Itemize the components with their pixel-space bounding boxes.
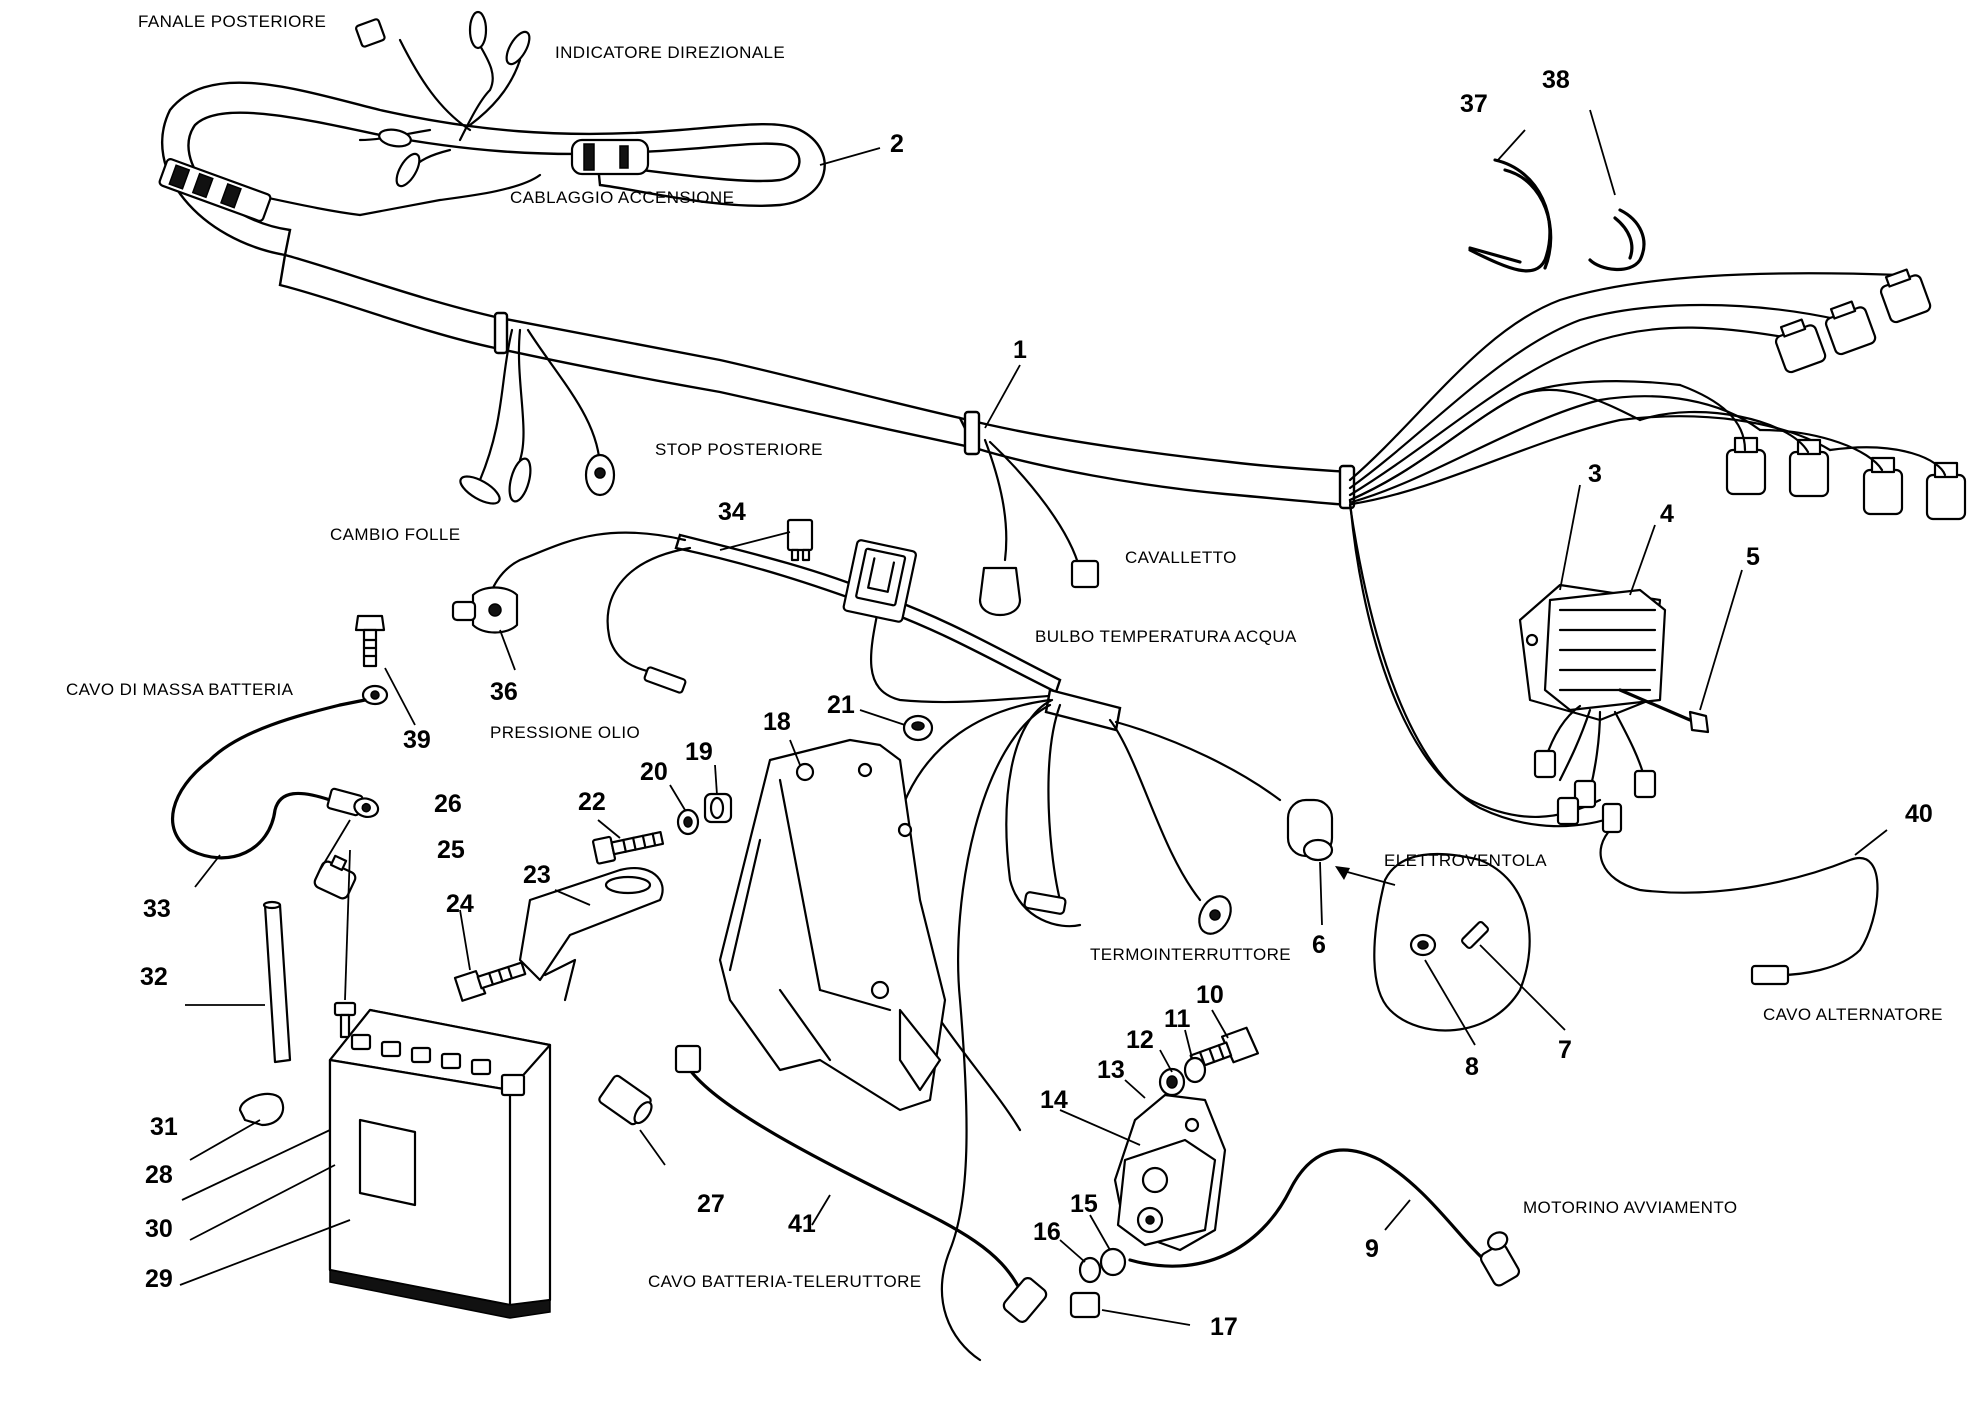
starter-cable-9 <box>1128 1148 1521 1287</box>
callout-18: 18 <box>763 708 791 736</box>
callout-34: 34 <box>718 498 746 526</box>
battery-relay-cable-41 <box>674 1044 1048 1323</box>
label-stop-posteriore: STOP POSTERIORE <box>655 440 823 459</box>
middle-branch-sensors <box>978 438 1100 616</box>
callout-20: 20 <box>640 758 668 786</box>
label-bulbo-temperatura-acqua: BULBO TEMPERATURA ACQUA <box>1035 627 1297 646</box>
callout-8: 8 <box>1465 1053 1479 1081</box>
callout-14: 14 <box>1040 1086 1068 1114</box>
fan-connector-6 <box>1286 798 1334 862</box>
fuse-harness <box>451 518 1062 704</box>
callout-39: 39 <box>403 726 431 754</box>
callout-26: 26 <box>434 790 462 818</box>
callout-16: 16 <box>1033 1218 1061 1246</box>
fuse-34 <box>786 518 814 562</box>
battery-bracket-18 <box>718 738 947 1112</box>
callout-37: 37 <box>1460 90 1488 118</box>
label-cablaggio-accensione: CABLAGGIO ACCENSIONE <box>510 188 734 207</box>
callout-2: 2 <box>890 130 904 158</box>
callout-5: 5 <box>1746 543 1760 571</box>
plate-23 <box>518 867 664 1002</box>
main-harness <box>278 253 1902 828</box>
label-fanale-posteriore: FANALE POSTERIORE <box>138 12 326 31</box>
label-cambio-folle: CAMBIO FOLLE <box>330 525 460 544</box>
label-cavo-batteria-teleruttore: CAVO BATTERIA-TELERUTTORE <box>648 1272 922 1291</box>
callout-numbers: 1 2 3 4 5 6 7 8 9 10 11 12 13 14 15 16 1… <box>140 66 1933 1341</box>
alternator-cable-40 <box>1599 802 1879 986</box>
callout-4: 4 <box>1660 500 1674 528</box>
battery-28 <box>328 1008 552 1319</box>
harness-clip <box>493 311 509 355</box>
callout-15: 15 <box>1070 1190 1098 1218</box>
label-cavo-alternatore: CAVO ALTERNATORE <box>1763 1005 1943 1024</box>
callout-28: 28 <box>145 1161 173 1189</box>
label-elettroventola: ELETTROVENTOLA <box>1384 851 1547 870</box>
callout-23: 23 <box>523 861 551 889</box>
ground-cable-33 <box>171 684 389 860</box>
callout-36: 36 <box>490 678 518 706</box>
callout-1: 1 <box>1013 336 1027 364</box>
regulator-assembly <box>1518 583 1710 826</box>
callout-6: 6 <box>1312 931 1326 959</box>
callout-11: 11 <box>1164 1005 1191 1033</box>
callout-27: 27 <box>697 1190 725 1218</box>
text-labels: FANALE POSTERIORE INDICATORE DIREZIONALE… <box>66 12 1943 1291</box>
starter-relay-14 <box>1069 1026 1260 1319</box>
label-termointerruttore: TERMOINTERRUTTORE <box>1090 945 1291 964</box>
callout-19: 19 <box>685 738 713 766</box>
callout-30: 30 <box>145 1215 173 1243</box>
callout-21: 21 <box>827 691 855 719</box>
harness-sheath-rear <box>278 253 978 450</box>
label-cavalletto: CAVALLETTO <box>1125 548 1237 567</box>
hardware <box>238 614 934 1127</box>
callout-12: 12 <box>1126 1026 1154 1054</box>
harness-clip <box>1338 464 1356 510</box>
label-pressione-olio: PRESSIONE OLIO <box>490 723 640 742</box>
callout-29: 29 <box>145 1265 173 1293</box>
fuse-box <box>842 539 917 623</box>
callout-22: 22 <box>578 788 606 816</box>
fan-detail-7-8 <box>1335 852 1531 1032</box>
clips-37-38 <box>1468 158 1646 273</box>
callout-17: 17 <box>1210 1313 1238 1341</box>
label-cavo-di-massa-batteria: CAVO DI MASSA BATTERIA <box>66 680 294 699</box>
harness-sheath-mid <box>957 416 1352 507</box>
harness-clip <box>963 410 981 456</box>
rear-subharness <box>158 10 826 257</box>
callout-25: 25 <box>437 836 465 864</box>
callout-32: 32 <box>140 963 168 991</box>
callout-40: 40 <box>1905 800 1933 828</box>
callout-7: 7 <box>1558 1036 1572 1064</box>
leader-lines <box>179 109 1888 1326</box>
label-motorino-avviamento: MOTORINO AVVIAMENTO <box>1523 1198 1737 1217</box>
rear-branch-switches <box>459 328 616 505</box>
callout-3: 3 <box>1588 460 1602 488</box>
callout-38: 38 <box>1542 66 1570 94</box>
callout-41: 41 <box>788 1210 816 1238</box>
callout-33: 33 <box>143 895 171 923</box>
front-connectors <box>1638 268 1967 521</box>
callout-31: 31 <box>150 1113 178 1141</box>
callout-13: 13 <box>1097 1056 1125 1084</box>
callout-24: 24 <box>446 890 474 918</box>
callout-9: 9 <box>1365 1235 1379 1263</box>
label-indicatore-direzionale: INDICATORE DIREZIONALE <box>555 43 785 62</box>
callout-10: 10 <box>1196 981 1224 1009</box>
